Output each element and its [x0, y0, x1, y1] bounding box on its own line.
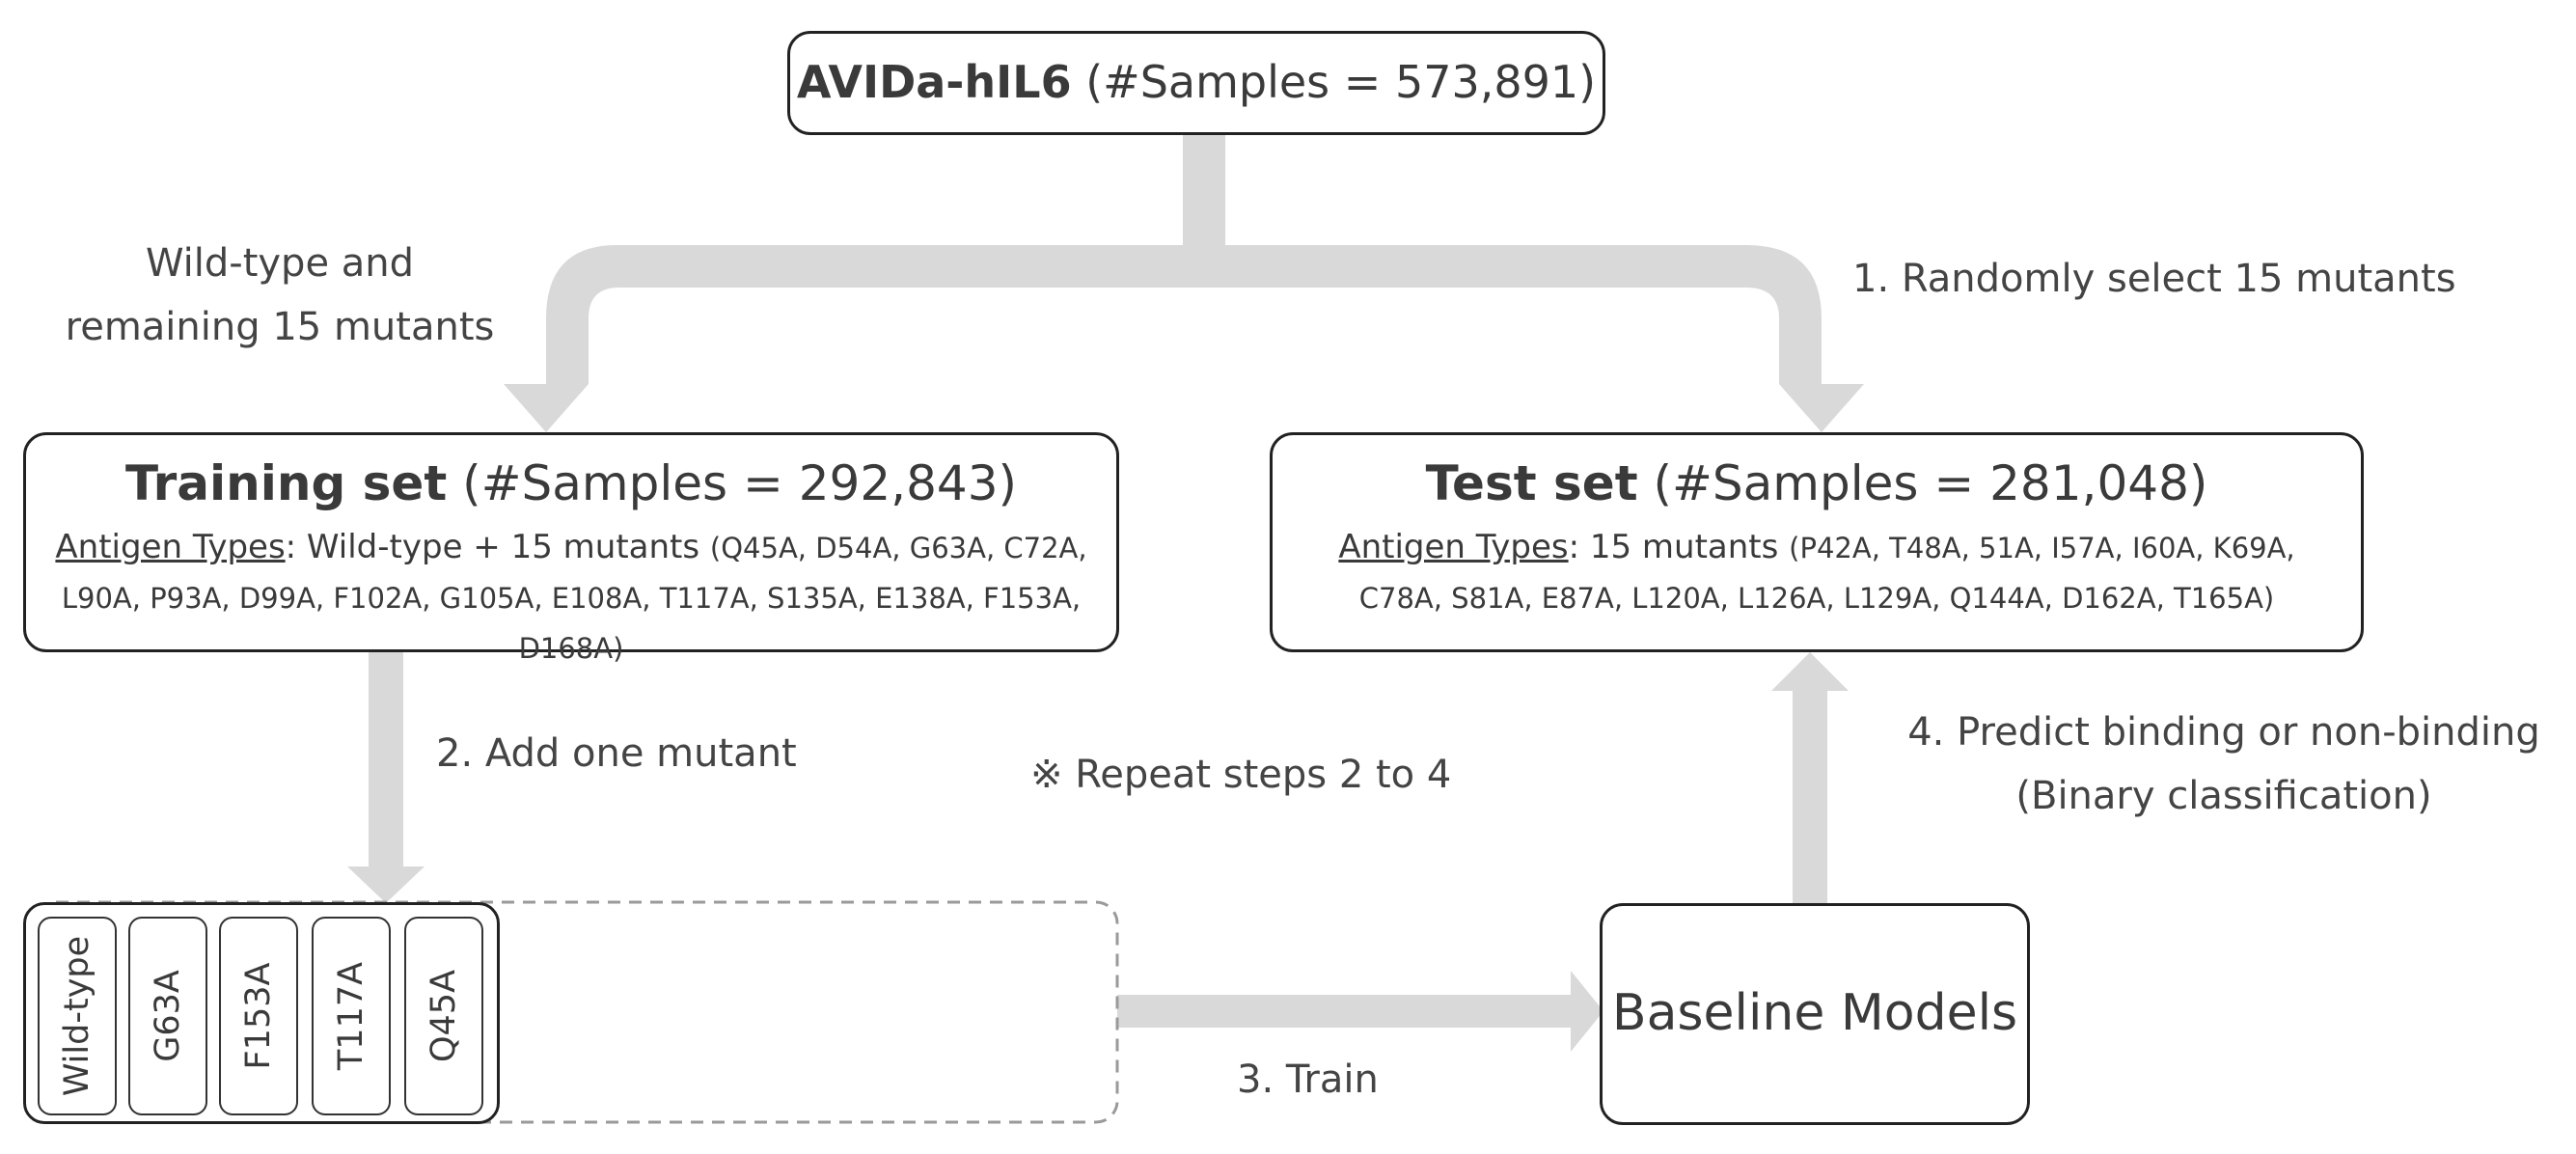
add-mutant-arrow [347, 652, 425, 903]
repeat-note: ※ Repeat steps 2 to 4 [1030, 753, 1452, 797]
test-set-box: Test set (#Samples = 281,048) Antigen Ty… [1270, 432, 2364, 652]
test-antigen-label: Antigen Types [1338, 528, 1569, 566]
train-split-line1: Wild-type and [145, 241, 415, 286]
training-set-count: (#Samples = 292,843) [462, 455, 1018, 511]
train-arrow [1117, 971, 1603, 1052]
predict-arrow [1771, 652, 1849, 905]
training-antigen-value: : Wild-type + 15 mutants [285, 528, 700, 566]
test-antigen-value: : 15 mutants [1568, 528, 1779, 566]
test-split-label: 1. Randomly select 15 mutants [1852, 257, 2456, 301]
training-set-title: Training set [124, 455, 448, 511]
train-split-label: Wild-type and remaining 15 mutants [39, 232, 521, 359]
sequence-cell: T117A [312, 917, 391, 1115]
training-mutants-line1: (Q45A, D54A, G63A, C72A, [709, 532, 1087, 564]
sequence-cell-label: F153A [239, 962, 278, 1070]
add-mutant-label: 2. Add one mutant [436, 731, 797, 776]
predict-line2: (Binary classification) [2015, 774, 2432, 818]
test-mutants-line1: (P42A, T48A, 51A, I57A, I60A, K69A, [1789, 532, 2295, 564]
training-antigen-label: Antigen Types [55, 528, 286, 566]
sequence-cell-label: G63A [149, 970, 187, 1062]
train-split-line2: remaining 15 mutants [65, 305, 495, 349]
source-name: AVIDa-hIL6 [796, 56, 1072, 108]
sequence-cell: Wild-type [38, 917, 117, 1115]
predict-line1: 4. Predict binding or non-binding [1907, 710, 2540, 755]
left-branch-arrow [504, 245, 1204, 432]
training-mutants-line2: L90A, P93A, D99A, F102A, G105A, E108A, T… [61, 582, 1082, 665]
test-mutants-line2: C78A, S81A, E87A, L120A, L126A, L129A, Q… [1358, 582, 2275, 615]
baseline-models-label: Baseline Models [1611, 984, 2018, 1042]
sequence-cell: F153A [219, 917, 298, 1115]
source-trunk [1183, 133, 1225, 247]
baseline-models-box: Baseline Models [1600, 903, 2030, 1125]
sequence-cell: G63A [128, 917, 207, 1115]
source-count: (#Samples = 573,891) [1085, 56, 1597, 108]
right-branch-arrow [1204, 245, 1864, 432]
test-set-title: Test set [1425, 455, 1638, 511]
sequence-cell-label: Q45A [425, 969, 463, 1063]
train-label: 3. Train [1237, 1058, 1379, 1102]
predict-label: 4. Predict binding or non-binding (Binar… [1881, 701, 2566, 828]
training-sequence-box: Wild-type G63A F153A T117A Q45A [23, 902, 500, 1124]
sequence-cell-label: Wild-type [58, 935, 96, 1097]
sequence-cell-label: T117A [332, 961, 370, 1071]
source-dataset-box: AVIDa-hIL6 (#Samples = 573,891) [787, 31, 1605, 135]
test-set-count: (#Samples = 281,048) [1653, 455, 2208, 511]
training-set-box: Training set (#Samples = 292,843) Antige… [23, 432, 1119, 665]
sequence-cell: Q45A [404, 917, 483, 1115]
